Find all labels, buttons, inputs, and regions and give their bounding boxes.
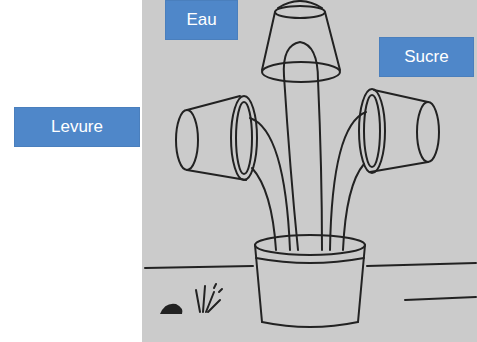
sugar-pail (359, 89, 439, 173)
mixing-bucket (255, 235, 365, 327)
label-box: Sucre (379, 37, 474, 77)
sugar-stream (330, 112, 366, 250)
label-box: Eau (165, 0, 238, 40)
yeast-pail (176, 96, 257, 180)
label-box: Levure (14, 107, 140, 147)
ground-line (145, 266, 253, 268)
label-text: Eau (186, 10, 216, 30)
paper-background (142, 0, 477, 342)
ground-line (405, 297, 476, 300)
label-text: Levure (51, 117, 103, 137)
ground-line (367, 263, 476, 266)
water-stream-edge (284, 76, 298, 250)
plant (196, 284, 222, 312)
yeast-stream (250, 118, 290, 250)
label-text: Sucre (404, 47, 448, 67)
water-stream (284, 42, 322, 250)
rock (160, 304, 182, 314)
